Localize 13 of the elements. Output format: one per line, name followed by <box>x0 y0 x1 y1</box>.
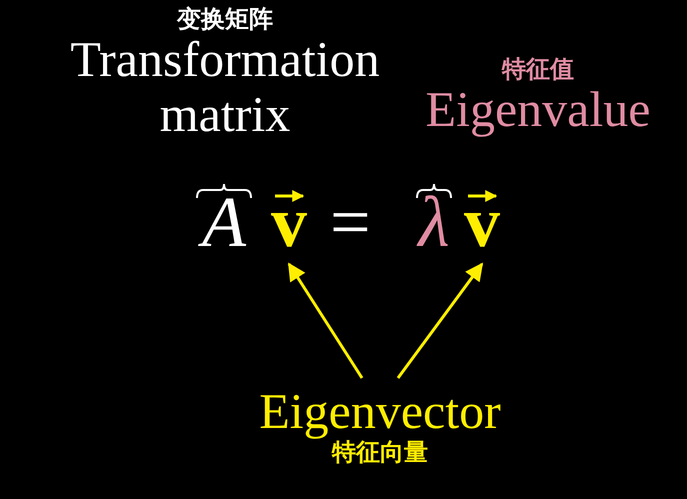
vector-symbol: v <box>267 186 311 258</box>
vector-symbol: v <box>460 186 504 258</box>
arrow <box>396 262 484 379</box>
annotation-label: Eigenvector <box>259 384 501 439</box>
annotation-label: Eigenvalue <box>426 82 650 138</box>
arrow <box>288 262 364 379</box>
chinese-label: 特征值 <box>502 56 574 82</box>
chinese-label: 特征向量 <box>332 439 428 466</box>
matrix-symbol: A <box>194 186 254 258</box>
eigenvalue-symbol: λ <box>412 186 456 258</box>
annotation-label: Transformation matrix <box>69 32 381 142</box>
equals-sign: = <box>330 186 371 258</box>
chinese-label: 变换矩阵 <box>177 6 273 32</box>
